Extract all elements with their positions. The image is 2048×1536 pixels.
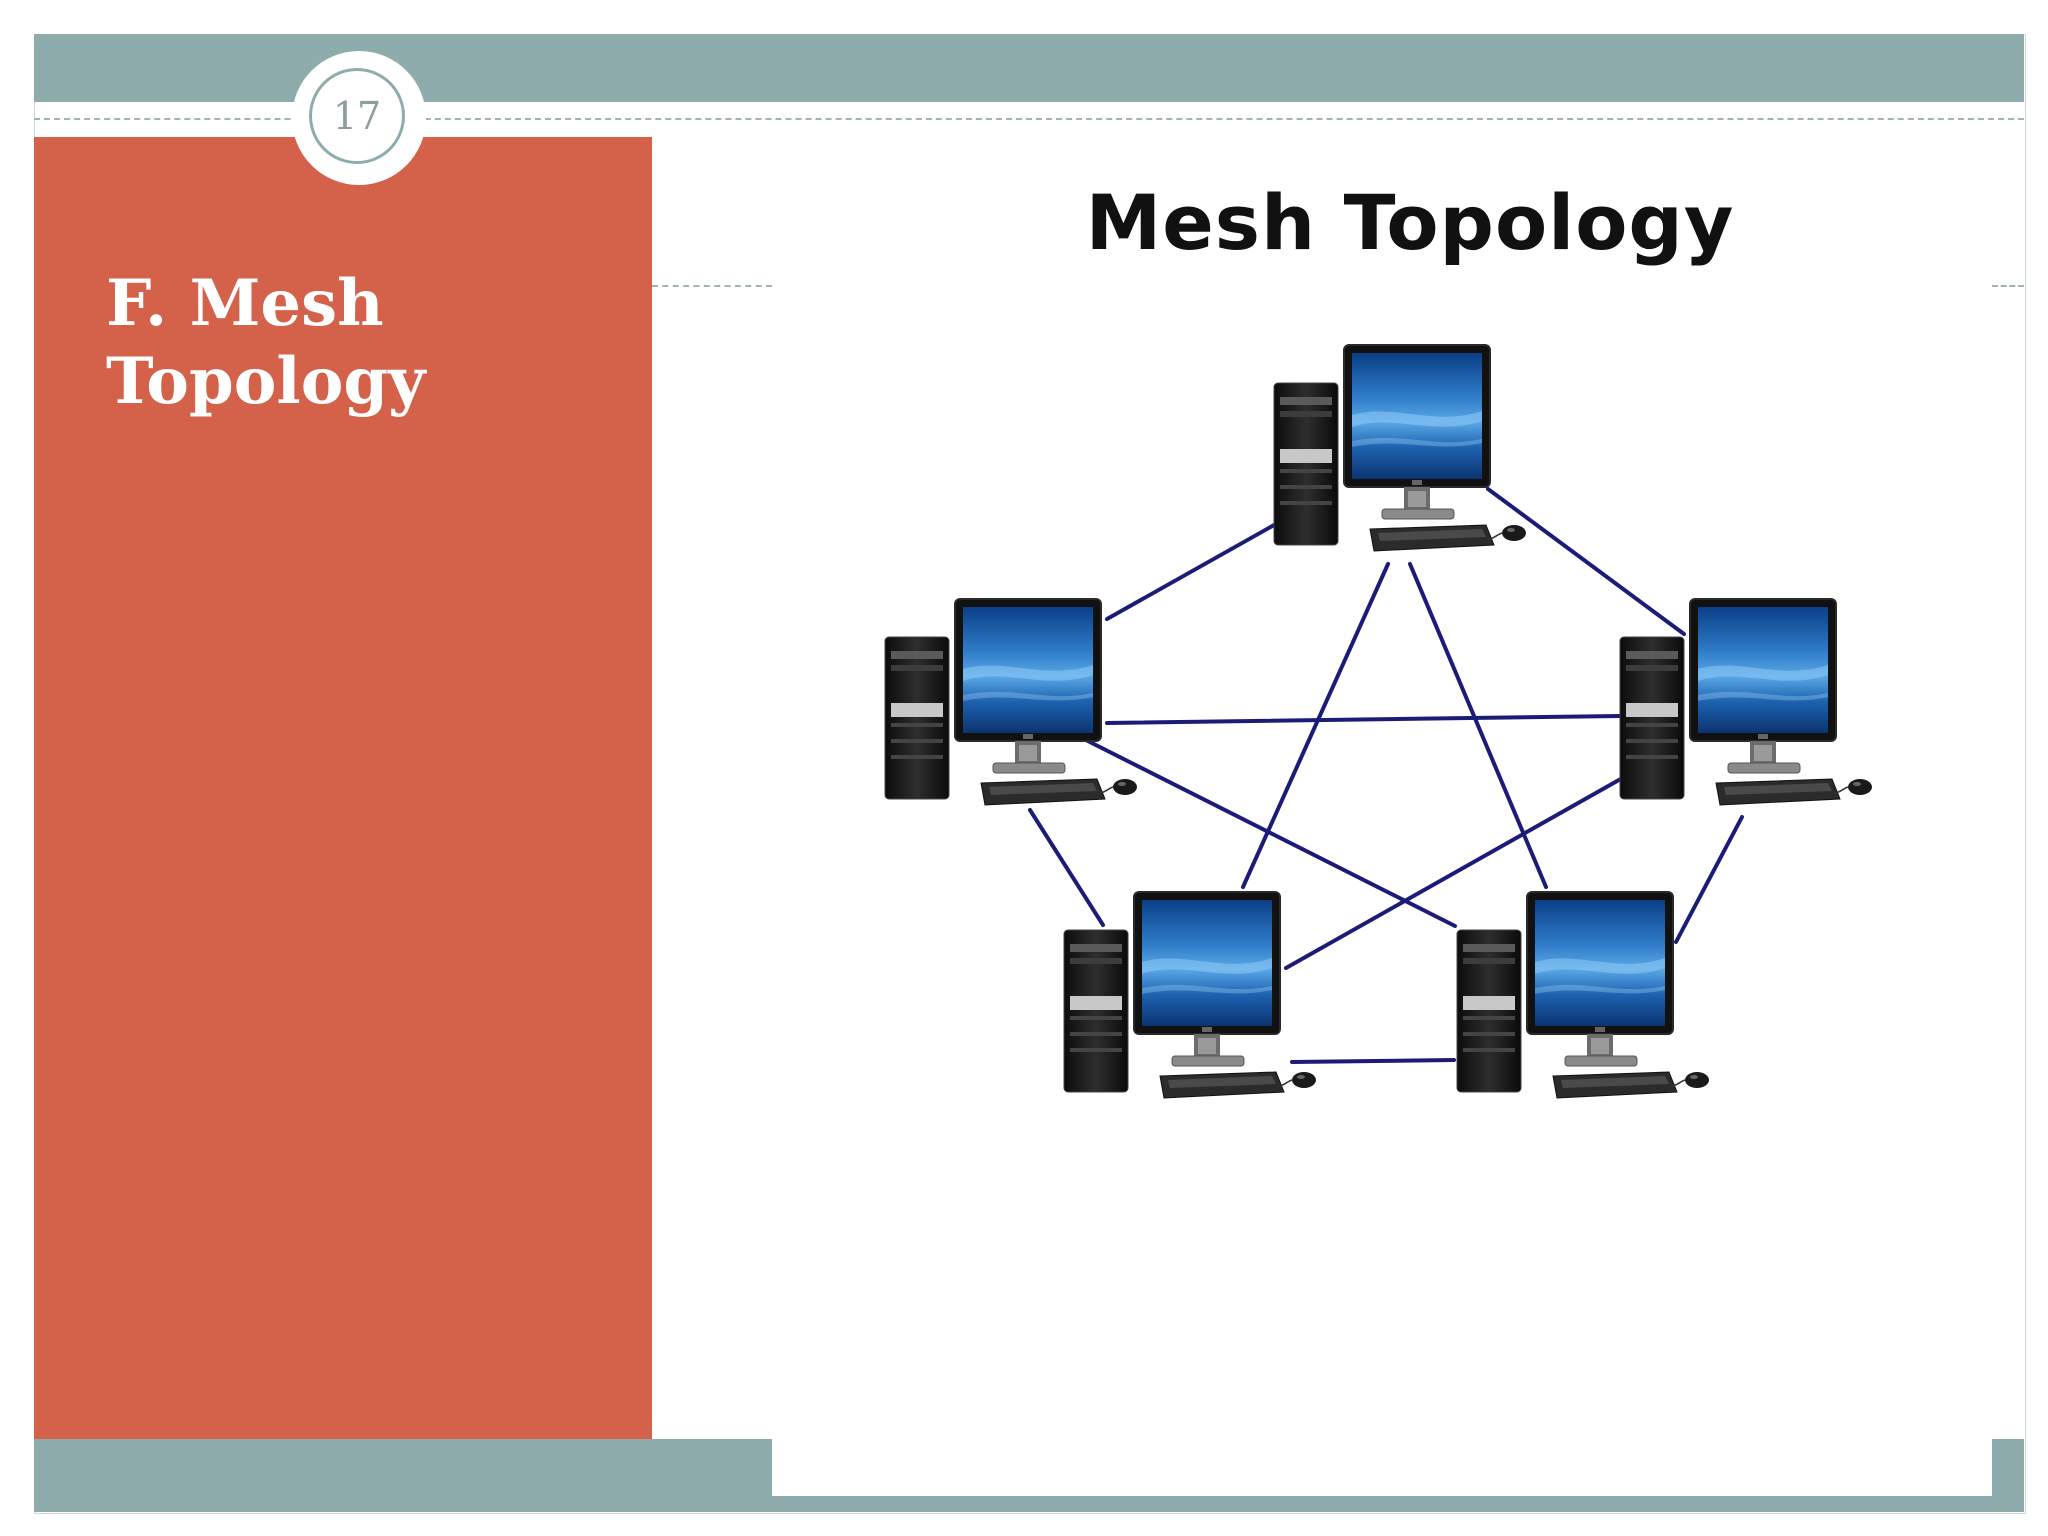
computer-top-icon <box>1273 344 1527 552</box>
link-top-right <box>1486 487 1686 636</box>
link-left-bottom-right <box>1072 732 1457 928</box>
dashed-divider <box>34 118 2024 120</box>
bottom-white-strip <box>772 1439 1992 1496</box>
link-right-bottom-right <box>1674 815 1744 944</box>
mesh-links <box>1028 487 1744 1064</box>
link-bottom-left-bottom-right <box>1290 1058 1456 1064</box>
dashed-divider-right <box>1992 285 2024 287</box>
page-number: 17 <box>309 68 405 164</box>
link-top-bottom-right <box>1408 562 1548 889</box>
link-right-bottom-left <box>1284 774 1628 970</box>
computer-right-icon <box>1619 598 1873 806</box>
slide-title: F. Mesh Topology <box>106 266 426 419</box>
computer-bottom-right-icon <box>1456 891 1710 1099</box>
link-top-bottom-left <box>1241 562 1390 889</box>
link-left-right <box>1105 714 1622 725</box>
link-left-bottom-left <box>1028 808 1105 927</box>
link-top-left <box>1105 518 1285 621</box>
diagram-title: Mesh Topology <box>1085 178 1735 267</box>
computer-left-icon <box>884 598 1138 806</box>
title-panel <box>34 137 652 1439</box>
dashed-divider-left <box>652 285 772 287</box>
